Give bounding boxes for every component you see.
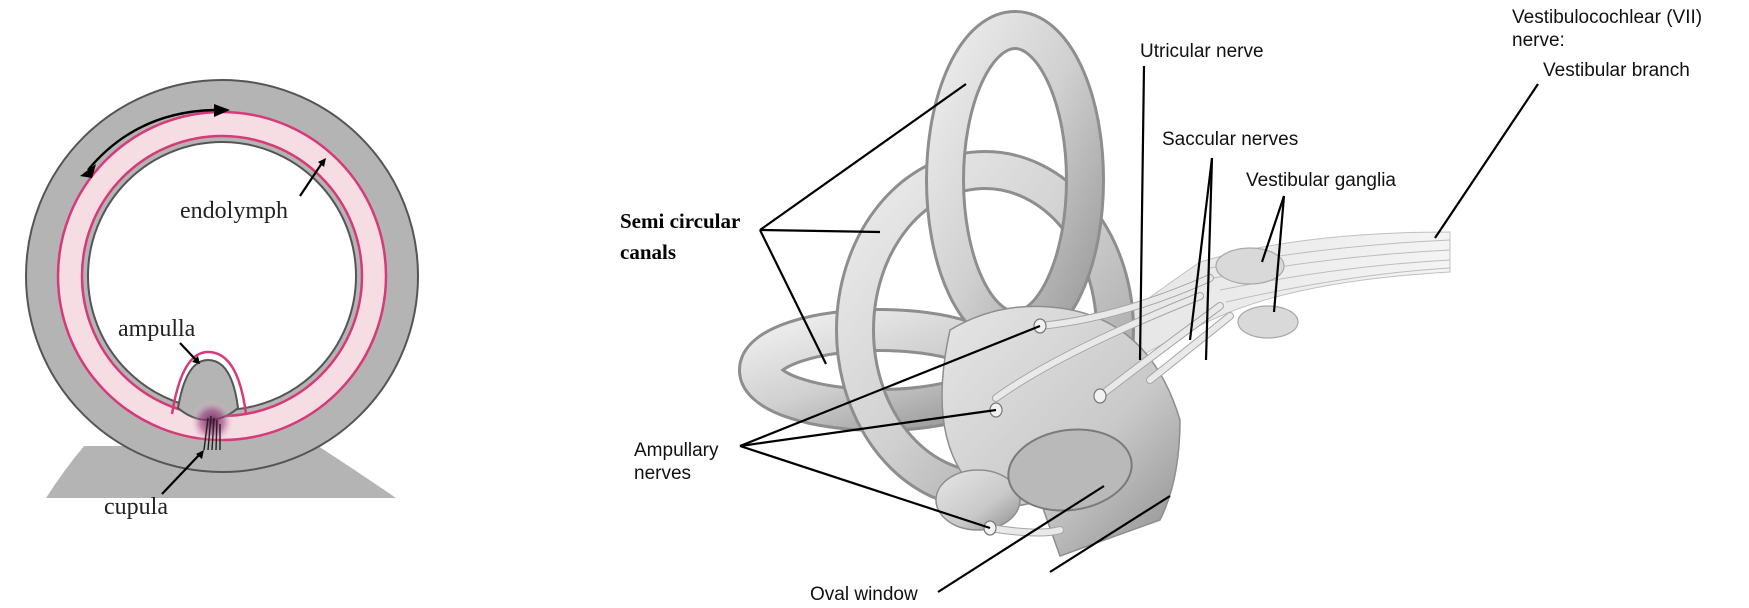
label-utricular-nerve: Utricular nerve	[1140, 41, 1264, 62]
label-oval-window: Oval window	[810, 584, 918, 605]
label-endolymph: endolymph	[180, 198, 288, 224]
nerve-ending	[1094, 389, 1106, 403]
cupula-mass	[190, 400, 234, 444]
label-semicircular-canals-2: canals	[620, 240, 676, 264]
label-ampulla: ampulla	[118, 316, 196, 342]
label-ampullary-nerves-1: Ampullary	[634, 440, 719, 461]
label-cupula: cupula	[104, 494, 168, 520]
canal-ring-diagram: endolymph ampulla cupula	[26, 80, 418, 520]
label-vestibulocochlear-1: Vestibulocochlear (VII)	[1512, 7, 1702, 28]
leader-vestibular-branch	[1435, 84, 1538, 238]
vestibular-apparatus-diagram: Semi circular canals Utricular nerve Ves…	[620, 7, 1702, 605]
ampulla-bulge-lower	[936, 470, 1020, 530]
label-ampullary-nerves-2: nerves	[634, 463, 691, 484]
label-vestibulocochlear-2: nerve:	[1512, 30, 1565, 51]
label-vestibular-ganglia: Vestibular ganglia	[1246, 170, 1396, 191]
label-saccular-nerves: Saccular nerves	[1162, 129, 1298, 150]
label-vestibular-branch: Vestibular branch	[1543, 60, 1690, 81]
label-semicircular-canals-1: Semi circular	[620, 209, 740, 233]
vestibular-ganglion-upper	[1216, 248, 1284, 284]
vestibular-ganglion-lower	[1238, 306, 1298, 338]
